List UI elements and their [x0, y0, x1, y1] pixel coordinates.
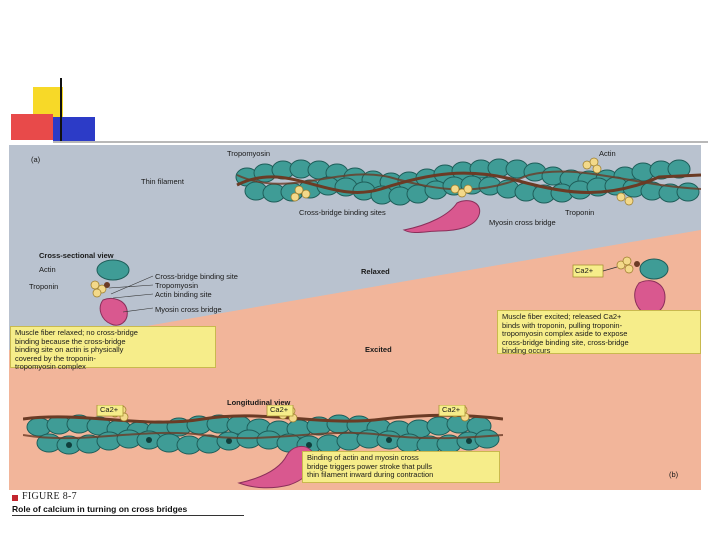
myosin-cross-bridge-top [402, 200, 481, 234]
figure-caption-subtitle: Role of calcium in turning on cross brid… [12, 504, 188, 514]
ca-boxes-bottom [96, 405, 466, 417]
label-cs-myosin-bridge: Myosin cross bridge [155, 305, 222, 314]
deco-red-square [11, 114, 53, 140]
figure-caption-title: FIGURE 8-7 [22, 491, 77, 502]
thin-filament-bottom [23, 405, 503, 455]
actin-beads-bottom [26, 414, 500, 455]
label-cross-sectional-view: Cross-sectional view [39, 251, 114, 260]
troponin-clusters-top [290, 157, 634, 206]
callout-relaxed-text: Muscle fiber relaxed; no cross-bridge bi… [15, 328, 138, 372]
caption-rule [12, 515, 244, 516]
label-ca-bottom-3: Ca2+ [442, 405, 461, 414]
excited-cross-section [572, 256, 669, 315]
deco-yellow-square [33, 87, 63, 117]
tropomyosin-strand-bottom-2 [23, 431, 503, 440]
callout-power-stroke: Binding of actin and myosin cross bridge… [302, 451, 500, 483]
label-cs-troponin: Troponin [29, 282, 59, 291]
caption-bullet [12, 495, 18, 501]
figure-panel: (a) Tropomyosin Actin Thin filament Cros… [9, 145, 701, 490]
label-cs-actin-binding-site: Actin binding site [155, 290, 212, 299]
label-cs-tropomyosin: Tropomyosin [155, 281, 199, 290]
label-troponin-top: Troponin [565, 208, 595, 217]
label-cs-actin: Actin [39, 265, 56, 274]
part-b-tag: (b) [669, 470, 679, 479]
label-relaxed: Relaxed [361, 267, 390, 276]
actin-binding-dots [66, 437, 472, 448]
label-actin-top: Actin [599, 149, 616, 158]
label-cross-bridge-sites-top: Cross-bridge binding sites [299, 208, 386, 217]
label-thin-filament: Thin filament [141, 177, 184, 186]
label-ca-bottom-2: Ca2+ [270, 405, 289, 414]
label-ca-bottom-1: Ca2+ [100, 405, 119, 414]
callout-excited: Muscle fiber excited; released Ca2+ bind… [497, 310, 701, 356]
cross-section-diagram [90, 259, 154, 326]
part-a-tag: (a) [31, 155, 41, 164]
deco-vertical-bar [60, 78, 62, 142]
callout-excited-text: Muscle fiber excited; released Ca2+ bind… [502, 312, 629, 356]
thin-filament-top [235, 157, 701, 234]
callout-power-stroke-text: Binding of actin and myosin cross bridge… [307, 453, 434, 480]
label-excited: Excited [365, 345, 392, 354]
label-myosin-bridge-top: Myosin cross bridge [489, 218, 556, 227]
callout-relaxed: Muscle fiber relaxed; no cross-bridge bi… [10, 326, 216, 371]
deco-horizontal-rule [53, 141, 708, 143]
label-cs-cross-bridge-site: Cross-bridge binding site [155, 272, 238, 281]
label-ca-excited: Ca2+ [575, 266, 594, 275]
label-longitudinal-view: Longitudinal view [227, 398, 291, 407]
label-tropomyosin-top: Tropomyosin [227, 149, 271, 158]
